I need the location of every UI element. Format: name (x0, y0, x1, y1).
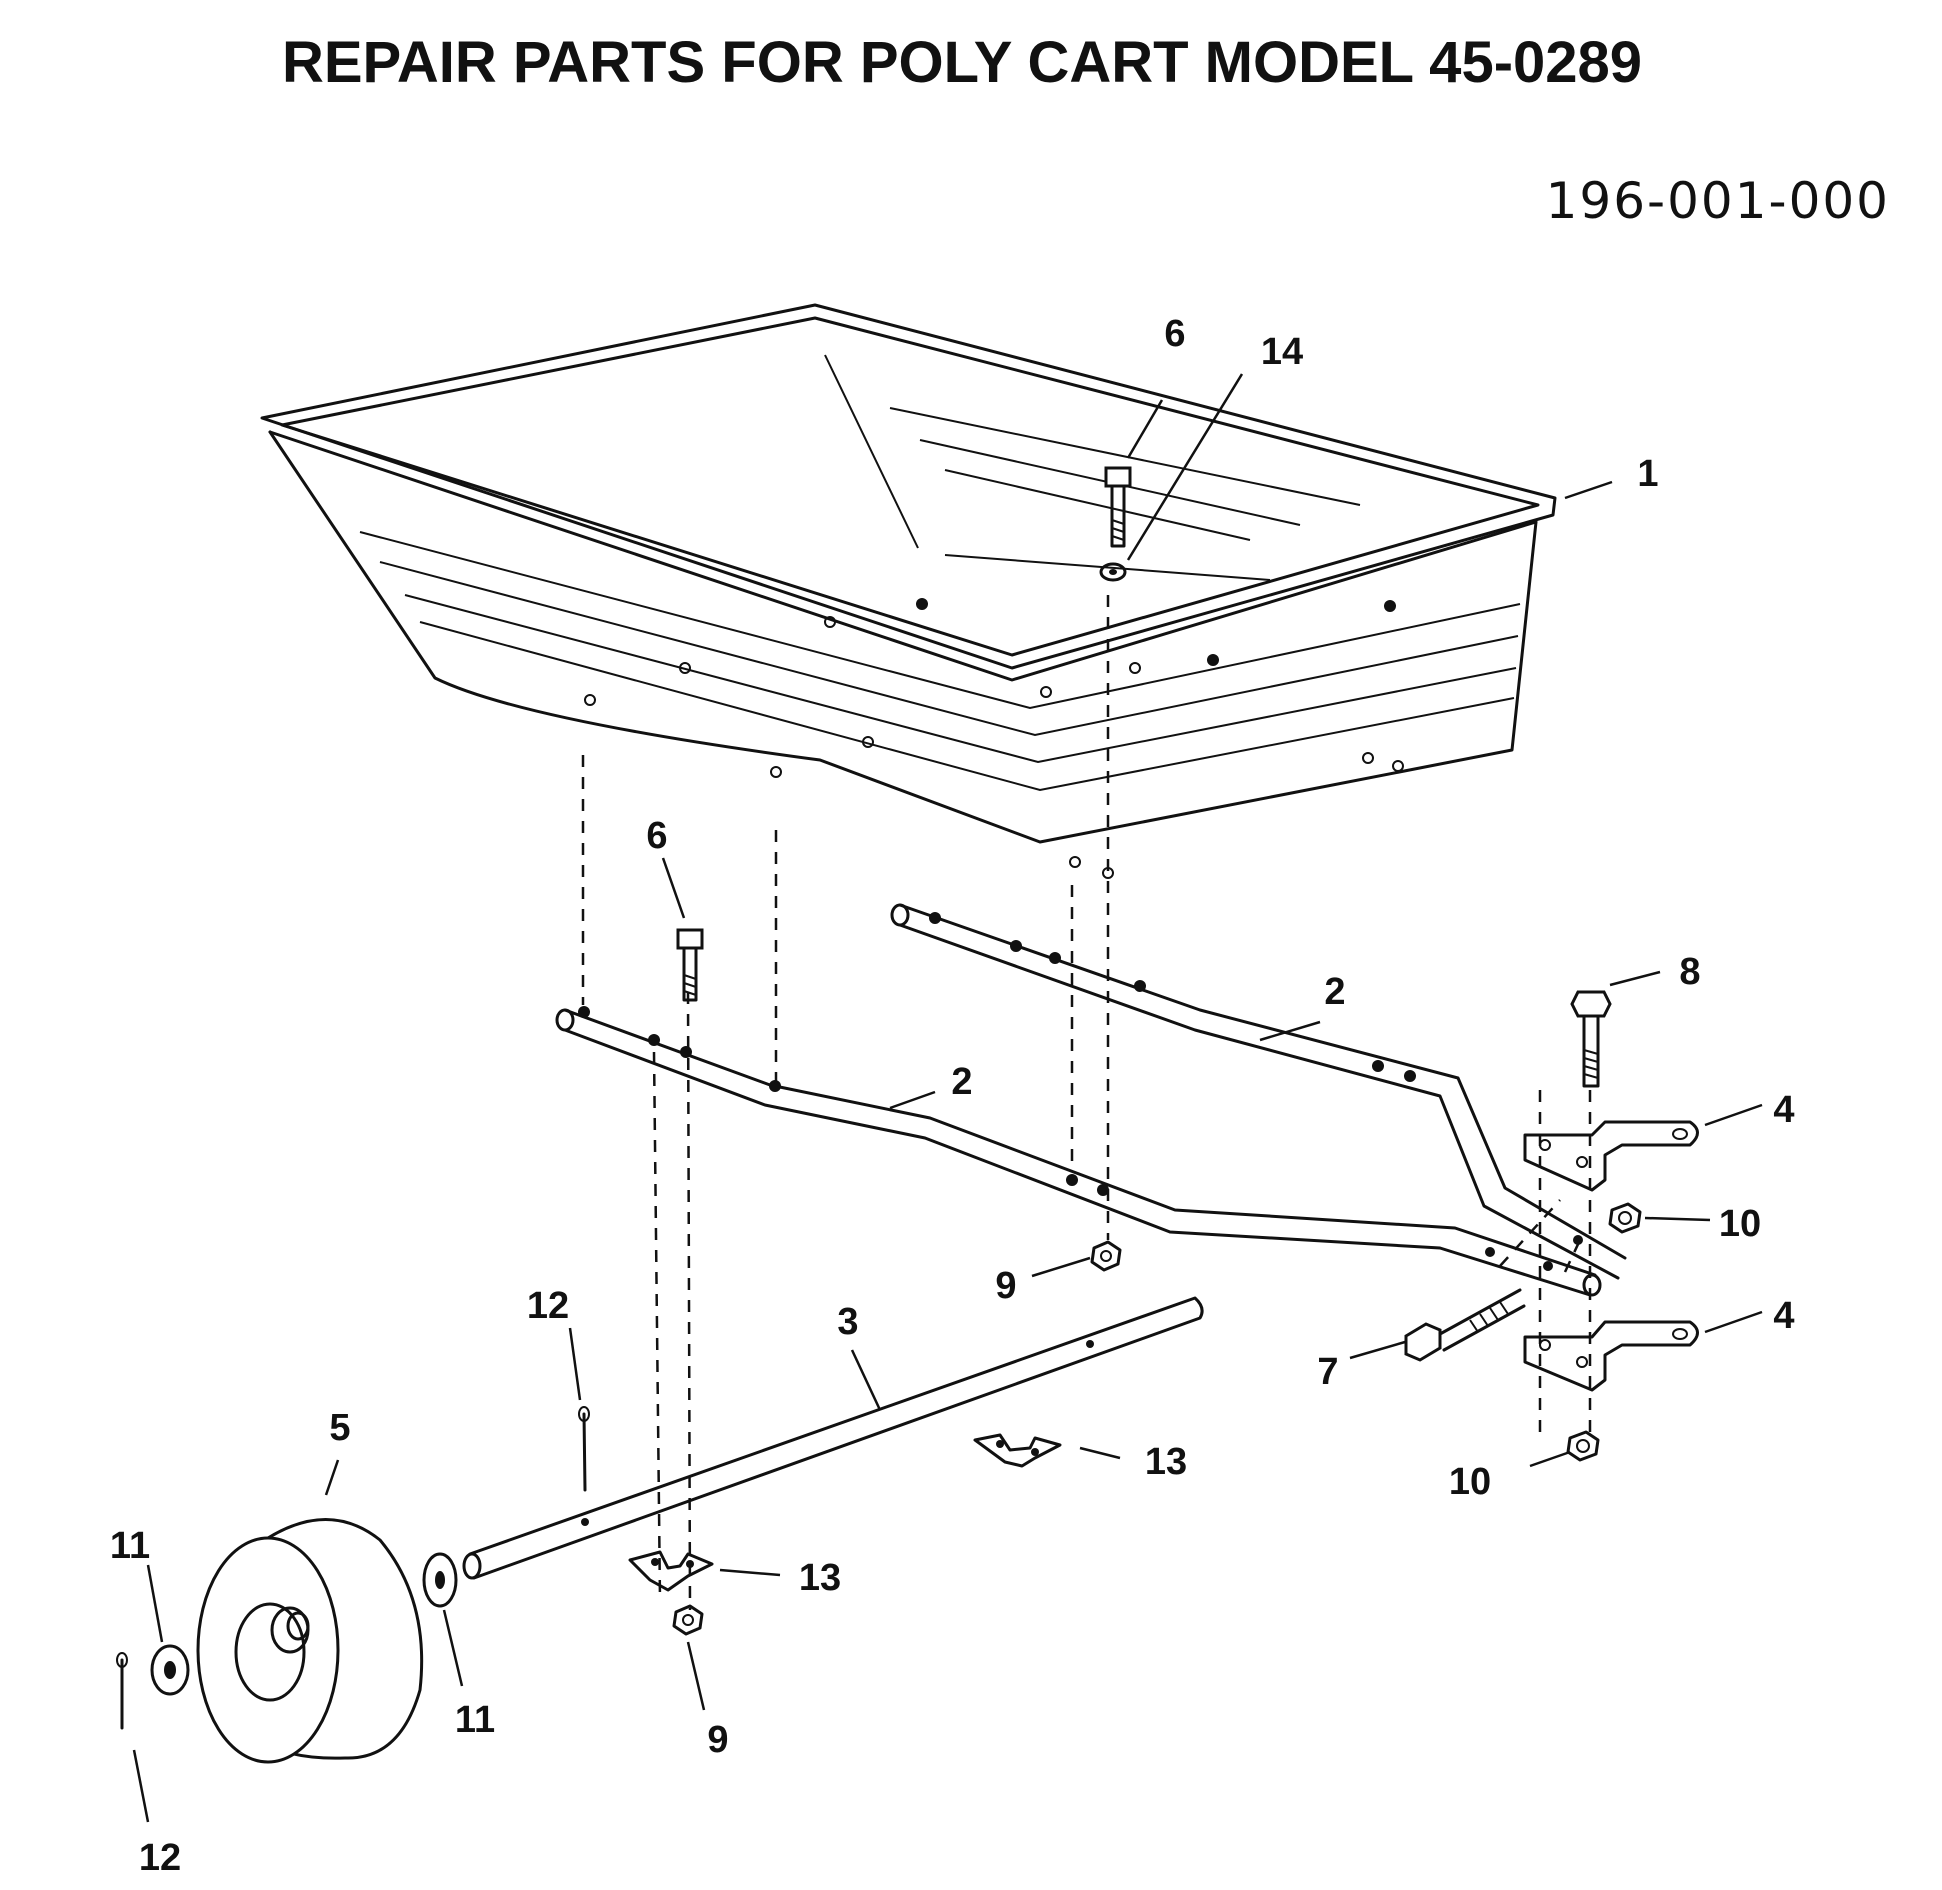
callout-11-outer: 11 (110, 1525, 150, 1567)
callout-9-rail: 9 (995, 1265, 1016, 1307)
clamp-upper (973, 1433, 1062, 1468)
callout-9-axle: 9 (707, 1719, 728, 1761)
washer-outer (150, 1644, 190, 1696)
callout-7: 7 (1317, 1351, 1338, 1393)
callout-3: 3 (837, 1301, 858, 1343)
nut-9-rail (1090, 1240, 1122, 1272)
poly-tub (260, 303, 1557, 879)
callout-2-front: 2 (951, 1061, 972, 1103)
bracket-lower (1523, 1320, 1699, 1392)
callout-13-lower: 13 (799, 1557, 841, 1599)
callout-12-wheel: 12 (139, 1837, 181, 1879)
cotter-pin-wheel (116, 1652, 128, 1730)
wheel (196, 1518, 424, 1764)
bolt-lower (676, 928, 704, 1002)
callout-1: 1 (1637, 453, 1658, 495)
bolt-7 (1404, 1288, 1526, 1362)
bolt-top (1099, 466, 1132, 582)
callout-11-inner: 11 (455, 1699, 495, 1741)
callout-4-lower: 4 (1773, 1295, 1794, 1337)
callout-8: 8 (1679, 951, 1700, 993)
callout-2-rear: 2 (1324, 971, 1345, 1013)
frame-rail-rear (890, 903, 1627, 1280)
callout-12-axle: 12 (527, 1285, 569, 1327)
clamp-lower (628, 1550, 714, 1592)
callout-6-top: 6 (1164, 313, 1185, 355)
callout-10-upper: 10 (1719, 1203, 1761, 1245)
callout-4-upper: 4 (1773, 1089, 1794, 1131)
bracket-upper (1523, 1120, 1699, 1192)
frame-rail-front (555, 1006, 1602, 1297)
callout-5: 5 (329, 1407, 350, 1449)
washer-inner (422, 1552, 458, 1608)
callout-10-lower: 10 (1449, 1461, 1491, 1503)
nut-lower (1566, 1430, 1600, 1462)
nut-9-axle (672, 1604, 704, 1636)
callout-6-lower: 6 (646, 815, 667, 857)
callout-14: 14 (1261, 331, 1303, 373)
cotter-pin-axle (578, 1406, 590, 1492)
page-title: REPAIR PARTS FOR POLY CART MODEL 45-0289 (282, 30, 1642, 95)
axle (462, 1296, 1204, 1580)
nut-upper (1608, 1202, 1642, 1234)
callout-13-upper: 13 (1145, 1441, 1187, 1483)
document-number: 196-001-000 (1546, 172, 1890, 230)
bolt-8 (1570, 990, 1612, 1088)
